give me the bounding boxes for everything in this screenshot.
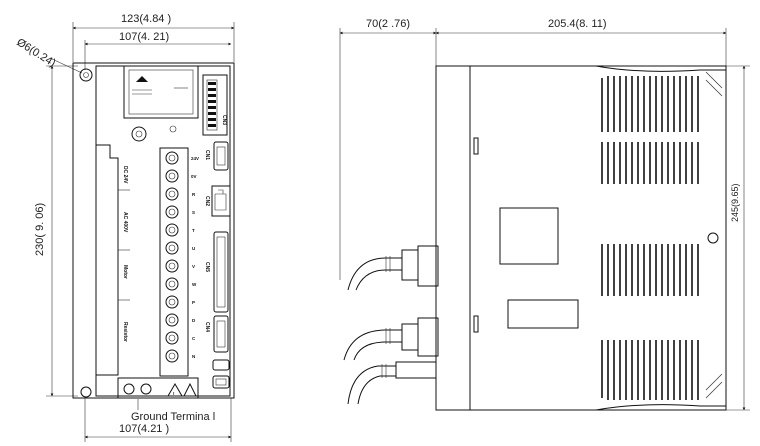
dim-left: 70(2 .76) [366, 18, 410, 30]
top-label-plate [123, 65, 199, 119]
terminal-strip [159, 147, 189, 377]
side-body-outline [435, 65, 727, 411]
vent-slots-upper-mid [601, 142, 699, 184]
label-cn1: CN1 [204, 150, 210, 160]
pin-label: C [192, 336, 196, 341]
label-cn5: CN5 [204, 262, 210, 272]
connector-cn2-rj [211, 185, 231, 217]
side-slot [473, 315, 479, 333]
svg-text:!: ! [173, 391, 175, 396]
ground-screw [123, 383, 135, 395]
connector-boot [401, 323, 419, 351]
pin-label: 24V [191, 156, 199, 161]
cable-lower [347, 361, 437, 405]
pin-label: N [192, 354, 195, 359]
connector-plug [395, 361, 437, 379]
dim-top-inner: 107(4. 21) [119, 31, 169, 43]
terminal-screw [165, 241, 179, 255]
dim-right: 205.4(8. 11) [548, 18, 607, 30]
vent-slots-lower-mid [601, 244, 699, 296]
bottom-fin-edge [595, 404, 726, 411]
vent-slots-bottom [601, 340, 699, 400]
dim-top-overall: 123(4.84 ) [121, 13, 171, 25]
pin-label: V [192, 264, 195, 269]
port-upper [212, 359, 230, 371]
drive-inner-frame [95, 65, 231, 397]
dim-hole: Ø6(0.24) [14, 36, 57, 69]
connector-cn1-dsub [213, 141, 229, 171]
pin-label: T [192, 228, 195, 233]
mount-hole-top [79, 68, 93, 82]
terminal-screw [165, 169, 179, 183]
pin-label: U [192, 246, 195, 251]
terminal-screws [165, 151, 179, 363]
cable-middle [343, 317, 439, 361]
pin-label: D [192, 318, 196, 323]
charge-lamp [169, 125, 177, 133]
pin-label: R [192, 192, 196, 197]
label-resistor: Resistor [122, 322, 128, 342]
terminal-screw [165, 331, 179, 345]
ground-screw-top [131, 126, 147, 142]
label-motor: Motor [122, 265, 128, 279]
mount-hole-bottom [80, 386, 92, 398]
terminal-screw [165, 223, 179, 237]
port-lower [212, 375, 230, 389]
cn3-pins [208, 82, 216, 127]
warning-icon [183, 382, 197, 397]
terminal-screw [165, 259, 179, 273]
label-cn4: CN4 [204, 322, 210, 332]
terminal-screw [165, 349, 179, 363]
terminal-screw [165, 151, 179, 165]
side-slot [473, 137, 479, 155]
ground-terminal-block [117, 377, 199, 399]
pin-label: P [192, 300, 195, 305]
pin-labels: 24V 0V R S T U V W P D C N [191, 156, 199, 359]
connector-cn4 [213, 315, 229, 353]
terminal-screw [165, 277, 179, 291]
warning-icon [167, 383, 183, 397]
cable-upper [347, 245, 439, 291]
connector-plug [417, 317, 439, 357]
front-view: 123(4.84 ) 107(4. 21) Ø6(0.24) 230( 9. 0… [14, 13, 235, 442]
label-dc24v: DC 24V [122, 166, 128, 184]
pin-label: W [192, 282, 197, 287]
connector-boot [401, 249, 419, 281]
ground-screw [140, 383, 152, 395]
label-cn2: CN2 [204, 196, 210, 206]
label-cn3: CN3 [221, 115, 227, 125]
label-ac400v: AC 400V [122, 212, 128, 233]
label-plate-small [507, 299, 579, 329]
terminal-screw [165, 313, 179, 327]
dim-bottom: 107(4.21 ) [119, 423, 169, 435]
connector-plug [417, 245, 439, 287]
label-plate-large [499, 207, 559, 265]
terminal-screw [165, 295, 179, 309]
connector-cn5-long [213, 231, 229, 313]
ground-terminal-label: Ground Termina l [131, 411, 215, 423]
vent-slots-top [601, 76, 699, 132]
connector-cn3-area [202, 74, 228, 136]
logo-mark [136, 76, 148, 82]
terminal-cover-edge [96, 144, 119, 376]
terminal-screw [165, 205, 179, 219]
fin-lines [705, 71, 723, 399]
side-hole [707, 232, 719, 244]
dim-height: 230( 9. 06) [34, 203, 46, 256]
top-fin-edge [595, 65, 726, 72]
pin-label: 0V [191, 174, 197, 179]
dim-side-height: 245(9.65) [730, 183, 740, 222]
side-view: 70(2 .76) 205.4(8. 11) 245(9.65) [339, 18, 750, 411]
pin-label: S [192, 210, 195, 215]
terminal-screw [165, 187, 179, 201]
